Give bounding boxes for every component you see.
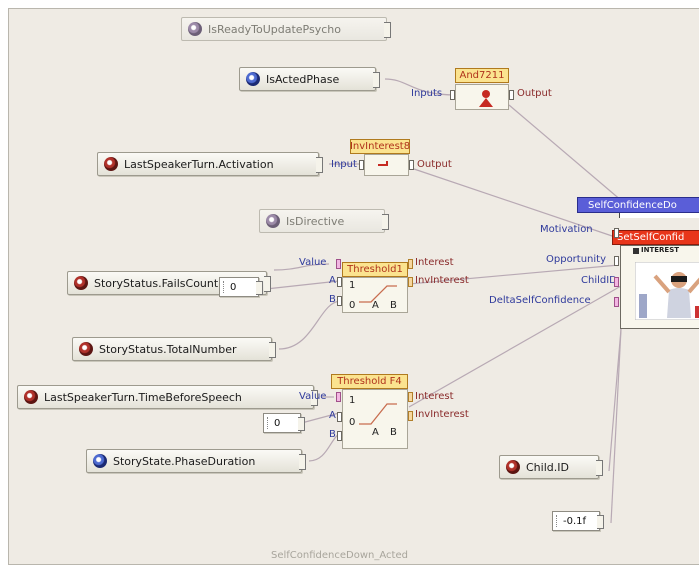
action-node-subtitle[interactable]: SetSelfConfid — [612, 230, 699, 245]
output-pin[interactable] — [373, 72, 380, 88]
action-connector-icon — [633, 248, 639, 254]
variable-icon — [266, 214, 280, 228]
thresholdf4-invinterest-label: InvInterest — [415, 409, 469, 420]
variable-icon — [104, 157, 118, 171]
output-pin[interactable] — [256, 281, 263, 295]
threshold1-b-pin[interactable] — [337, 296, 342, 306]
and-output-label: Output — [517, 88, 552, 99]
variable-story-state-phase-duration[interactable]: StoryState.PhaseDuration — [86, 449, 306, 473]
threshold1-value-label: Value — [299, 257, 327, 268]
and-gate-icon — [479, 90, 493, 107]
variable-is-ready-to-update-psycho[interactable]: IsReadyToUpdatePsycho — [181, 17, 391, 41]
threshold1-invinterest-pin[interactable] — [408, 277, 413, 287]
thresholdf4-value-label: Value — [299, 391, 327, 402]
output-pin[interactable] — [311, 390, 318, 406]
inv-node-title[interactable]: InvInterest8 — [349, 139, 411, 154]
constant-delta[interactable]: -0.1f — [552, 511, 604, 531]
variable-last-speaker-turn-activation[interactable]: LastSpeakerTurn.Activation — [97, 152, 323, 176]
action-motivation-label: Motivation — [540, 224, 593, 235]
action-node-title[interactable]: SelfConfidenceDo — [577, 197, 699, 213]
wire-isacted-and — [384, 78, 458, 96]
inv-input-label: Input — [331, 159, 357, 170]
inv-output-label: Output — [417, 159, 452, 170]
wire-childid-action — [608, 328, 622, 472]
variable-is-directive[interactable]: IsDirective — [259, 209, 389, 233]
wire-inv-opportunity — [413, 168, 622, 240]
thresholdf4-invinterest-pin[interactable] — [408, 411, 413, 421]
output-pin[interactable] — [269, 342, 276, 358]
action-node-strip — [619, 213, 699, 218]
variable-icon — [246, 72, 260, 86]
action-opportunity-pin[interactable] — [614, 256, 619, 266]
wire-delta-action — [610, 328, 622, 524]
inv-output-pin[interactable] — [409, 160, 414, 170]
constant-thresholdf4-a[interactable]: 0 — [263, 413, 305, 433]
threshold1-b-label: B — [329, 294, 336, 305]
and-input-label: Inputs — [411, 88, 443, 99]
variable-story-status-total-number[interactable]: StoryStatus.TotalNumber — [72, 337, 276, 361]
output-pin[interactable] — [384, 22, 391, 38]
wire-t4-childid — [408, 285, 622, 408]
and-input-pin[interactable] — [450, 90, 455, 100]
action-opportunity-label: Opportunity — [546, 254, 607, 265]
variable-icon — [74, 276, 88, 290]
wire-and-motivation — [508, 104, 630, 208]
threshold1-node-title[interactable]: Threshold1 — [342, 262, 408, 277]
invert-icon — [378, 161, 388, 166]
output-pin[interactable] — [264, 276, 271, 292]
action-deltaselfconfidence-label: DeltaSelfConfidence — [489, 295, 591, 306]
thresholdf4-a-label: A — [329, 410, 336, 421]
constant-threshold1-a[interactable]: 0 — [219, 277, 263, 297]
and-node-body[interactable] — [455, 84, 509, 110]
variable-icon — [93, 454, 107, 468]
output-pin[interactable] — [298, 417, 305, 431]
variable-icon — [188, 22, 202, 36]
and-node-title[interactable]: And7211 — [455, 68, 509, 83]
action-childid-label: ChildID — [581, 275, 617, 286]
threshold-curve-icon — [359, 285, 397, 303]
graph-canvas[interactable]: IsReadyToUpdatePsycho IsActedPhase LastS… — [8, 8, 699, 565]
wire-const1-a — [265, 280, 340, 290]
thresholdf4-interest-pin[interactable] — [408, 392, 413, 402]
variable-icon — [79, 342, 93, 356]
wire-t1-opportunity — [408, 264, 620, 285]
action-childid-pin[interactable] — [614, 277, 619, 287]
thresholdf4-b-label: B — [329, 429, 336, 440]
output-pin[interactable] — [299, 454, 306, 470]
variable-icon — [24, 390, 38, 404]
thresholdf4-b-pin[interactable] — [337, 431, 342, 441]
and-output-pin[interactable] — [509, 90, 514, 100]
threshold-curve-icon — [359, 403, 397, 425]
action-motivation-pin[interactable] — [614, 228, 619, 238]
child-photo-icon — [635, 262, 699, 320]
output-pin[interactable] — [382, 214, 389, 230]
wire-fails-value — [273, 263, 330, 271]
action-deltaselfconfidence-pin[interactable] — [614, 297, 619, 307]
variable-last-speaker-turn-time-before-speech[interactable]: LastSpeakerTurn.TimeBeforeSpeech — [17, 385, 318, 409]
variable-is-acted-phase[interactable]: IsActedPhase — [239, 67, 380, 91]
threshold1-a-pin[interactable] — [337, 277, 342, 287]
output-pin[interactable] — [316, 157, 323, 173]
action-node-body[interactable]: INTEREST — [620, 245, 699, 329]
threshold1-interest-pin[interactable] — [408, 259, 413, 269]
inv-node-body[interactable] — [364, 154, 409, 176]
variable-child-id[interactable]: Child.ID — [499, 455, 603, 479]
thresholdf4-node-title[interactable]: Threshold F4 — [331, 374, 408, 389]
threshold1-value-pin[interactable] — [336, 259, 341, 269]
graph-caption: SelfConfidenceDown_Acted — [271, 550, 408, 561]
threshold1-interest-label: Interest — [415, 257, 454, 268]
variable-icon — [506, 460, 520, 474]
threshold1-invinterest-label: InvInterest — [415, 275, 469, 286]
thresholdf4-node-body[interactable]: 1 0 A B — [342, 389, 408, 449]
inv-input-pin[interactable] — [359, 160, 364, 170]
output-pin[interactable] — [597, 515, 604, 529]
wire-total-b — [278, 300, 342, 350]
threshold1-node-body[interactable]: 1 0 A B — [342, 277, 408, 313]
thresholdf4-value-pin[interactable] — [336, 392, 341, 402]
threshold1-a-label: A — [329, 275, 336, 286]
connection-wires — [265, 78, 630, 524]
output-pin[interactable] — [596, 460, 603, 476]
thresholdf4-interest-label: Interest — [415, 391, 454, 402]
thresholdf4-a-pin[interactable] — [337, 412, 342, 422]
